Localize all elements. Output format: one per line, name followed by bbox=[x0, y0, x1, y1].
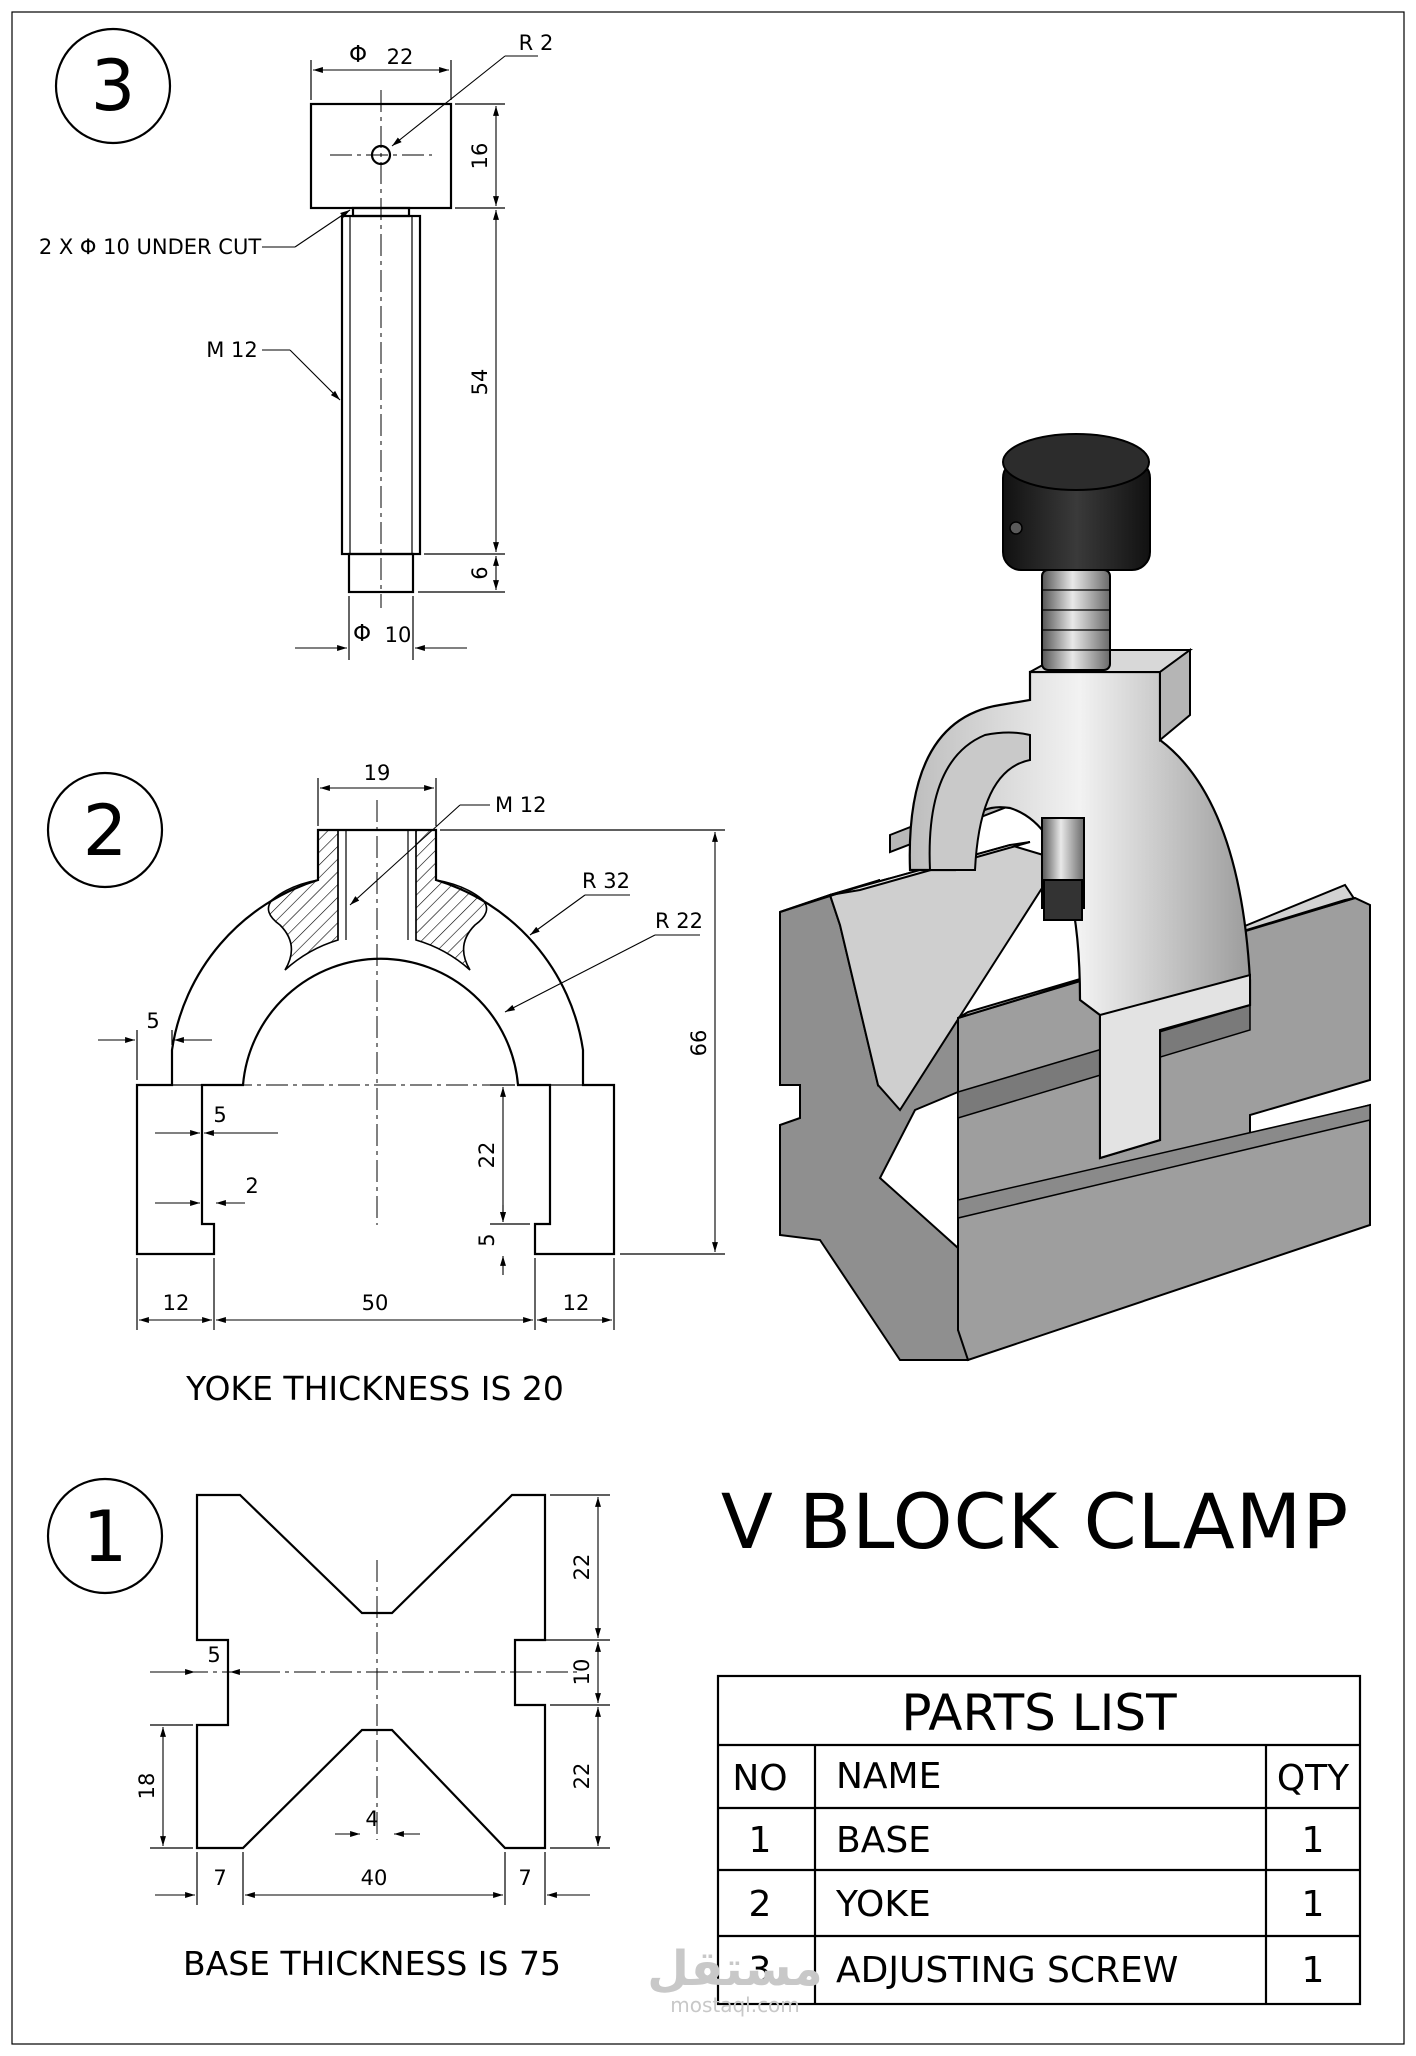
table-row-3-qty: 1 bbox=[1302, 1950, 1325, 1991]
screw-tip-dia-label: 10 bbox=[385, 623, 412, 647]
screw-tip-dia-symbol: Φ bbox=[353, 621, 371, 647]
sheet-border bbox=[11, 11, 1405, 2045]
watermark-arabic: مستقل bbox=[647, 1941, 823, 1997]
yoke-thread-label: M 12 bbox=[495, 793, 547, 817]
base-slot-height-label: 18 bbox=[135, 1773, 159, 1800]
watermark-latin: mostaql.com bbox=[670, 1993, 800, 2017]
part-number-3: 3 bbox=[91, 45, 136, 127]
yoke-outline bbox=[135, 828, 616, 1256]
table-row-3-no: 3 bbox=[749, 1950, 772, 1991]
screw-head-dia-label: 22 bbox=[387, 45, 414, 69]
screw-tip-length-label: 6 bbox=[468, 566, 492, 579]
base-middle-label: 10 bbox=[570, 1659, 594, 1686]
drawing-title: V BLOCK CLAMP bbox=[721, 1477, 1349, 1566]
part-number-2: 2 bbox=[83, 790, 128, 872]
yoke-right-leg-label: 12 bbox=[563, 1291, 590, 1315]
yoke-section-left bbox=[267, 829, 339, 971]
yoke-left-leg-label: 12 bbox=[163, 1291, 190, 1315]
screw-undercut-label: 2 X Φ 10 UNDER CUT bbox=[39, 235, 262, 259]
yoke-foot-label: 5 bbox=[475, 1233, 499, 1246]
part-number-2-circle bbox=[46, 771, 164, 889]
yoke-step-label: 5 bbox=[146, 1009, 159, 1033]
yoke-outer-radius-label: R 32 bbox=[582, 869, 630, 893]
part-number-1-circle bbox=[46, 1477, 164, 1595]
base-v-flat-label: 4 bbox=[365, 1807, 378, 1831]
yoke-section-right bbox=[415, 829, 488, 971]
parts-list-table: PARTS LIST NO NAME QTY 1 BASE 1 2 YOKE 1… bbox=[716, 1674, 1362, 2006]
yoke-leg-height-label: 22 bbox=[475, 1142, 499, 1169]
column-header-name: NAME bbox=[836, 1756, 941, 1797]
base-top-v-label: 22 bbox=[570, 1554, 594, 1581]
column-header-qty: QTY bbox=[1277, 1758, 1350, 1799]
column-header-no: NO bbox=[732, 1758, 787, 1799]
yoke-total-height-label: 66 bbox=[687, 1030, 711, 1057]
table-row-2-qty: 1 bbox=[1302, 1884, 1325, 1925]
screw-thread-length-label: 54 bbox=[468, 369, 492, 396]
yoke-slot-width-label: 2 bbox=[245, 1174, 258, 1198]
parts-list-heading: PARTS LIST bbox=[901, 1684, 1177, 1742]
base-notch-label: 5 bbox=[207, 1643, 220, 1667]
base-thickness-note: BASE THICKNESS IS 75 bbox=[183, 1944, 561, 1983]
base-span-label: 40 bbox=[361, 1866, 388, 1890]
base-bottom-v-label: 22 bbox=[570, 1763, 594, 1790]
base-outline bbox=[195, 1493, 547, 1850]
table-row-1-qty: 1 bbox=[1302, 1820, 1325, 1861]
yoke-thickness-note: YOKE THICKNESS IS 20 bbox=[185, 1369, 564, 1408]
screw-hole-radius-label: R 2 bbox=[519, 31, 554, 55]
base-right-foot-label: 7 bbox=[518, 1866, 531, 1890]
table-row-3-name: ADJUSTING SCREW bbox=[836, 1950, 1178, 1991]
base-left-foot-label: 7 bbox=[213, 1866, 226, 1890]
screw-tip bbox=[347, 552, 415, 594]
yoke-span-label: 50 bbox=[362, 1291, 389, 1315]
table-row-1-no: 1 bbox=[749, 1820, 772, 1861]
screw-head-height-label: 16 bbox=[468, 143, 492, 170]
table-row-2-name: YOKE bbox=[835, 1884, 931, 1925]
table-row-1-name: BASE bbox=[836, 1820, 931, 1861]
yoke-boss-width-label: 19 bbox=[364, 761, 391, 785]
part-number-3-circle bbox=[54, 27, 172, 145]
yoke-inner-radius-label: R 22 bbox=[655, 909, 703, 933]
part-3-adjusting-screw: 3 Φ 22 R 2 16 54 6 2 X bbox=[39, 27, 554, 660]
part-2-yoke: 2 19 M 12 R 32 R 22 66 bbox=[46, 761, 725, 1408]
screw-head-dia-symbol: Φ bbox=[349, 42, 367, 68]
table-row-2-no: 2 bbox=[749, 1884, 772, 1925]
assembly-isometric-view bbox=[779, 433, 1371, 1362]
screw-3d-thread bbox=[1041, 569, 1111, 671]
part-number-1: 1 bbox=[83, 1496, 128, 1578]
yoke-slot-depth-label: 5 bbox=[213, 1103, 226, 1127]
part-1-base: 1 22 10 22 5 18 4 7 bbox=[46, 1477, 610, 1983]
screw-thread-label: M 12 bbox=[206, 338, 258, 362]
